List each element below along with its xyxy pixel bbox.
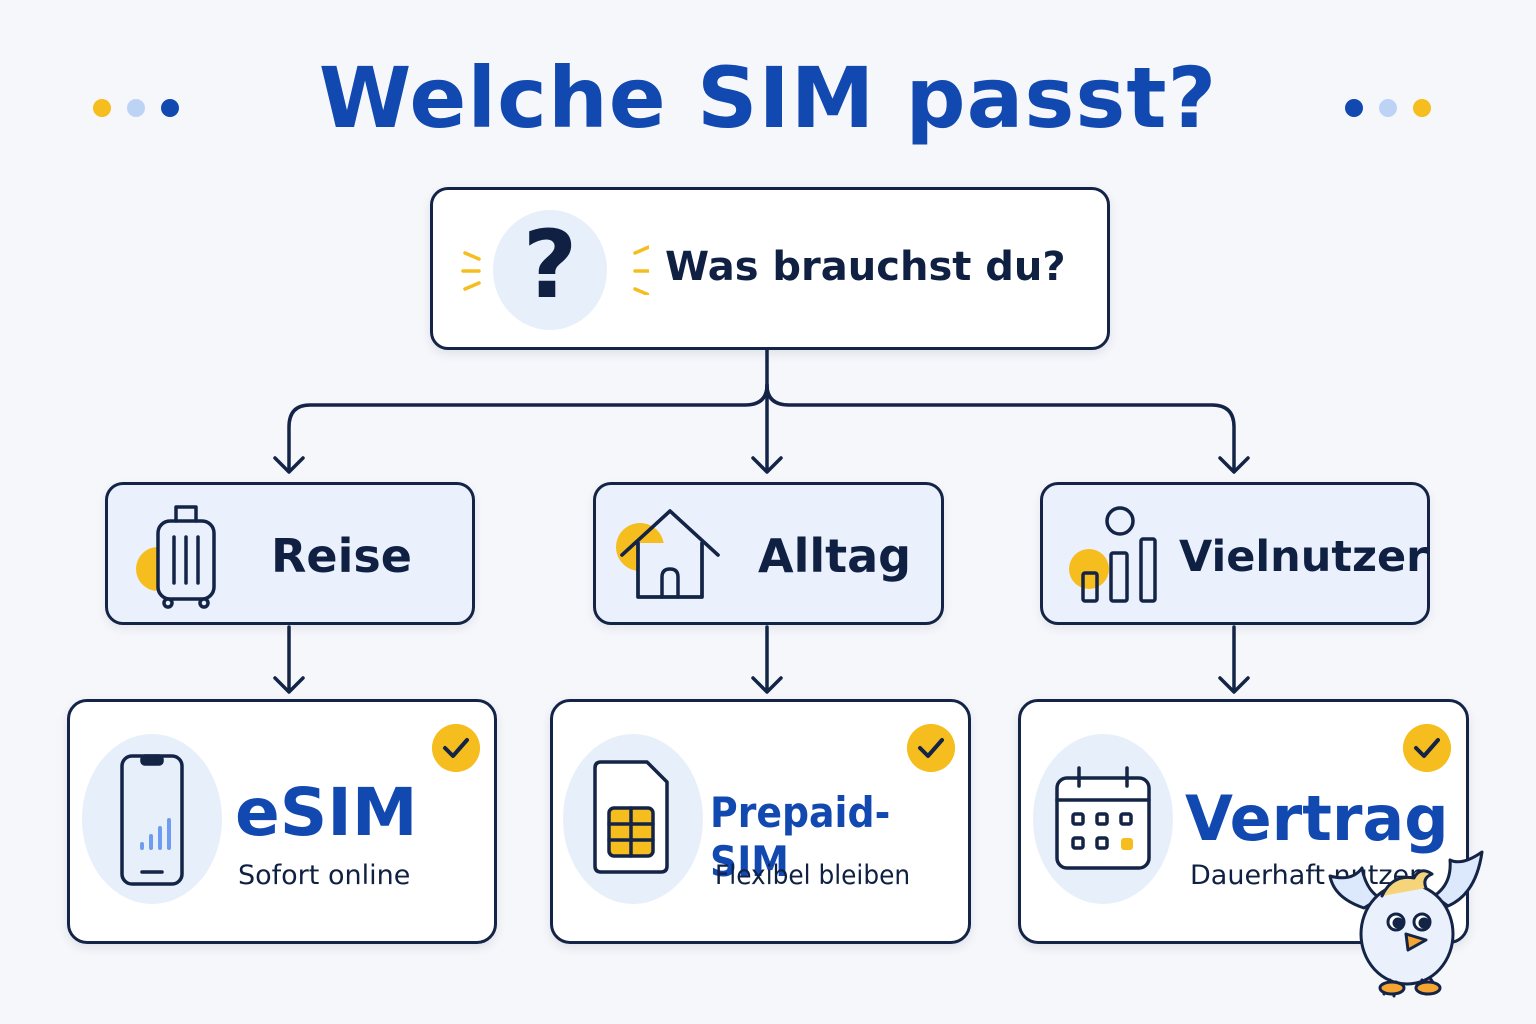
arrow-head-alltag xyxy=(751,676,783,694)
result-vertrag: Vertrag Dauerhaft nutzen xyxy=(1018,699,1469,944)
category-label-alltag: Alltag xyxy=(758,529,912,583)
question-icon-bg xyxy=(493,210,607,330)
category-label-reise: Reise xyxy=(271,529,412,583)
result-subtitle-prepaid-sim: Flexibel bleiben xyxy=(715,860,911,891)
connector-right xyxy=(765,383,1236,472)
result-prepaid-sim: Prepaid-SIM Flexibel bleiben xyxy=(550,699,971,944)
smartphone-icon xyxy=(120,754,184,886)
check-badge-icon xyxy=(432,724,480,772)
arrow-head-reise xyxy=(273,676,305,694)
arrow-head-left xyxy=(273,456,305,474)
result-subtitle-esim: Sofort online xyxy=(238,860,411,891)
category-label-vielnutzer: Vielnutzer xyxy=(1179,532,1428,582)
check-badge-icon xyxy=(1403,724,1451,772)
calendar-icon xyxy=(1055,766,1151,870)
result-title-prepaid-sim: Prepaid-SIM xyxy=(710,788,891,886)
bar-chart-user-icon xyxy=(1069,506,1157,603)
suitcase-icon xyxy=(136,505,216,609)
decorative-dots-left xyxy=(93,99,179,117)
dot-blue xyxy=(161,99,179,117)
dot-blue xyxy=(1345,99,1363,117)
question-label: Was brauchst du? xyxy=(665,244,1066,290)
sparkle-rays-icon xyxy=(461,245,649,295)
result-title-vertrag: Vertrag xyxy=(1185,782,1449,855)
result-esim: eSIM Sofort online xyxy=(67,699,497,944)
sim-card-icon xyxy=(593,760,669,874)
dot-yellow xyxy=(1413,99,1431,117)
question-node: ? Was brauchst du? xyxy=(430,187,1110,350)
decorative-dots-right xyxy=(1345,99,1431,117)
page-title: Welche SIM passt? xyxy=(318,49,1218,147)
arrow-head-vielnutzer xyxy=(1218,676,1250,694)
dot-light-blue xyxy=(1379,99,1397,117)
result-title-esim: eSIM xyxy=(235,774,418,851)
connector-left xyxy=(287,383,769,472)
question-mark-icon: ? xyxy=(522,211,578,320)
category-alltag: Alltag xyxy=(593,482,944,625)
dot-yellow xyxy=(93,99,111,117)
arrow-head-right xyxy=(1218,456,1250,474)
bird-mascot-icon xyxy=(1328,850,1484,998)
category-reise: Reise xyxy=(105,482,475,625)
dot-light-blue xyxy=(127,99,145,117)
category-vielnutzer: Vielnutzer xyxy=(1040,482,1430,625)
arrow-head-center xyxy=(751,456,783,474)
check-badge-icon xyxy=(907,724,955,772)
house-icon xyxy=(616,509,720,599)
